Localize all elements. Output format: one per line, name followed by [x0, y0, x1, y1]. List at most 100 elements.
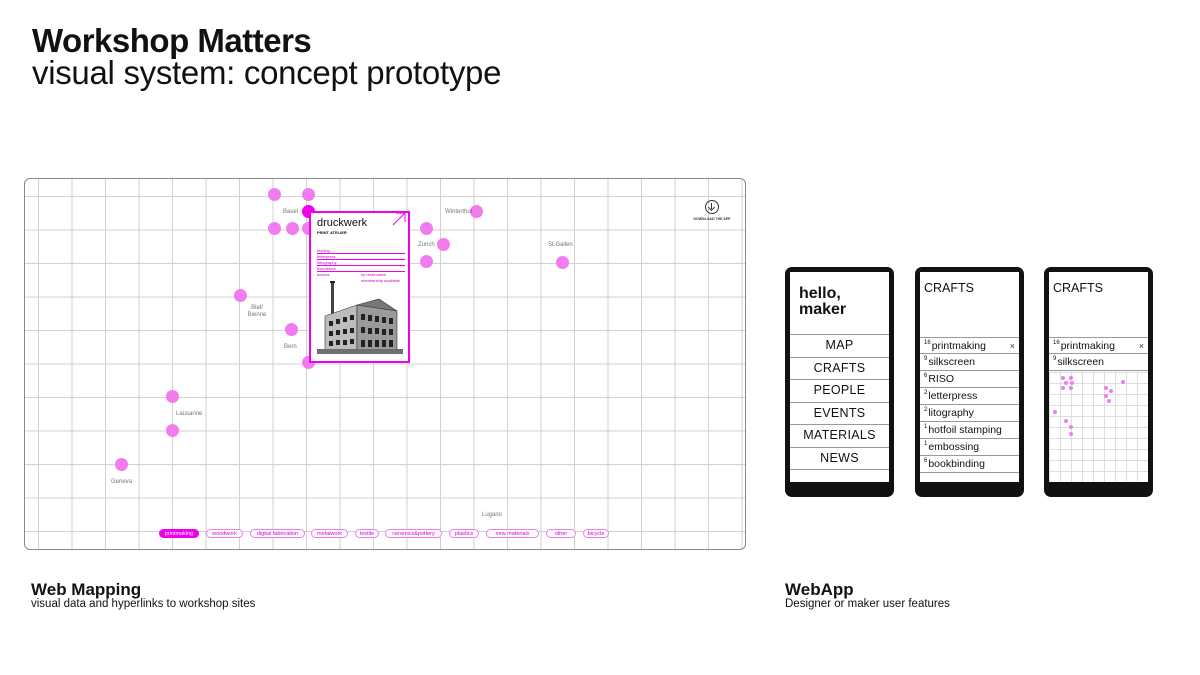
- craft-item[interactable]: 16printmaking ×: [920, 337, 1019, 354]
- craft-count: 1: [924, 424, 928, 430]
- greeting-line: maker: [799, 301, 847, 318]
- craft-name: letterpress: [928, 390, 978, 402]
- close-icon[interactable]: ×: [1138, 341, 1144, 351]
- filter-pill-other[interactable]: other: [546, 529, 576, 538]
- mini-map-dot[interactable]: [1069, 386, 1073, 390]
- crafts-list: 16printmaking× 9silkscreen: [1049, 337, 1148, 371]
- menu-item-news[interactable]: NEWS: [790, 446, 889, 470]
- web-mapping-description: visual data and hyperlinks to workshop s…: [31, 598, 256, 610]
- craft-item[interactable]: 16printmaking×: [1049, 337, 1148, 354]
- craft-item[interactable]: 2litography: [920, 405, 1019, 422]
- crafts-heading: CRAFTS: [924, 281, 974, 295]
- menu-item-events[interactable]: EVENTS: [790, 401, 889, 425]
- external-link-arrow-icon[interactable]: [392, 212, 406, 226]
- craft-count: 16: [1053, 340, 1060, 346]
- city-label: St.Gallen: [548, 242, 573, 248]
- craft-item[interactable]: 9silkscreen: [1049, 354, 1148, 371]
- filter-pill-new-materials[interactable]: new materials: [486, 529, 539, 538]
- mini-map-dot[interactable]: [1121, 380, 1125, 384]
- map-dot[interactable]: [166, 390, 179, 403]
- filter-pill-metalwork[interactable]: metalwork: [311, 529, 348, 538]
- mini-map-dot[interactable]: [1104, 394, 1108, 398]
- map-dot[interactable]: [420, 222, 433, 235]
- map-dot[interactable]: [285, 323, 298, 336]
- crafts-list: 16printmaking× 9silkscreen 6RISO 2letter…: [920, 337, 1019, 473]
- map-dot[interactable]: [470, 205, 483, 218]
- filter-pill-woodwork[interactable]: woodwork: [206, 529, 243, 538]
- mini-map-dot[interactable]: [1109, 389, 1113, 393]
- map-dot[interactable]: [420, 255, 433, 268]
- main-menu: MAP CRAFTS PEOPLE EVENTS MATERIALS NEWS: [790, 334, 889, 470]
- map-dot[interactable]: [302, 188, 315, 201]
- map-dot[interactable]: [268, 188, 281, 201]
- craft-item[interactable]: 9silkscreen: [920, 354, 1019, 371]
- phone-screen: CRAFTS 16printmaking× 9silkscreen 6RISO …: [920, 272, 1019, 482]
- craft-name: RISO: [928, 373, 955, 385]
- craft-count: 6: [924, 373, 928, 379]
- map-dot[interactable]: [286, 222, 299, 235]
- craft-count: 2: [924, 390, 928, 396]
- page-title: Workshop Matters: [32, 22, 312, 59]
- craft-item[interactable]: 1embossing: [920, 439, 1019, 456]
- craft-item[interactable]: 2letterpress: [920, 388, 1019, 405]
- craft-item[interactable]: 1hotfoil stamping: [920, 422, 1019, 439]
- filter-pill-printmaking[interactable]: printmaking: [159, 529, 199, 538]
- city-label: Bern: [284, 344, 297, 350]
- city-label: Winterthur: [445, 209, 473, 215]
- craft-count: 16: [924, 340, 931, 346]
- filter-pill-textile[interactable]: textile: [355, 529, 379, 538]
- map-dot[interactable]: [234, 289, 247, 302]
- mini-map-dot[interactable]: [1061, 386, 1065, 390]
- craft-name: printmaking: [931, 340, 986, 352]
- craft-count: 2: [924, 407, 928, 413]
- craft-item[interactable]: 6bookbinding: [920, 456, 1019, 473]
- workshop-craft-row: lithography: [317, 260, 405, 266]
- menu-item-people[interactable]: PEOPLE: [790, 379, 889, 402]
- city-label: Zurich: [418, 242, 435, 248]
- craft-name: silkscreen: [928, 356, 976, 368]
- web-map[interactable]: Basel Winterthur Zurich St.Gallen Biel/ …: [24, 178, 746, 550]
- map-dot[interactable]: [166, 424, 179, 437]
- map-dot[interactable]: [556, 256, 569, 269]
- map-dot[interactable]: [437, 238, 450, 251]
- mini-map[interactable]: [1049, 372, 1148, 482]
- mini-map-dot[interactable]: [1069, 376, 1073, 380]
- download-app-button[interactable]: DOWNLOAD THE APP: [693, 200, 731, 221]
- mini-map-dot[interactable]: [1064, 381, 1068, 385]
- craft-name: silkscreen: [1057, 356, 1105, 368]
- menu-item-crafts[interactable]: CRAFTS: [790, 356, 889, 380]
- filter-pill-bicycle[interactable]: bicycle: [583, 529, 609, 538]
- phone-mockup-crafts-map: CRAFTS 16printmaking× 9silkscreen: [1044, 267, 1153, 497]
- webapp-title: WebApp: [785, 580, 854, 599]
- webapp-description: Designer or maker user features: [785, 598, 950, 610]
- workshop-card-subtitle: PRINT ATELIER: [317, 230, 347, 235]
- map-dot[interactable]: [268, 222, 281, 235]
- mini-map-dot[interactable]: [1107, 399, 1111, 403]
- mini-map-dot[interactable]: [1061, 376, 1065, 380]
- phone-screen: CRAFTS 16printmaking× 9silkscreen: [1049, 272, 1148, 482]
- craft-count: 6: [924, 458, 928, 464]
- phone-mockup-home: hello, maker MAP CRAFTS PEOPLE EVENTS MA…: [785, 267, 894, 497]
- page-subtitle: visual system: concept prototype: [32, 54, 502, 91]
- download-icon: [705, 200, 719, 214]
- mini-map-dot[interactable]: [1069, 432, 1073, 436]
- workshop-membership: membership available: [361, 278, 400, 283]
- filter-pill-digital-fabrication[interactable]: digital fabrication: [250, 529, 305, 538]
- mini-map-dot[interactable]: [1069, 425, 1073, 429]
- mini-map-dot[interactable]: [1104, 386, 1108, 390]
- menu-item-map[interactable]: MAP: [790, 334, 889, 357]
- workshop-card[interactable]: druckwerk PRINT ATELIER etching letterpr…: [309, 211, 410, 363]
- mini-map-dot[interactable]: [1053, 410, 1057, 414]
- filter-pill-plastics[interactable]: plastics: [449, 529, 479, 538]
- map-dot[interactable]: [115, 458, 128, 471]
- web-mapping-title: Web Mapping: [31, 580, 142, 599]
- mini-map-dot[interactable]: [1070, 381, 1074, 385]
- close-icon[interactable]: ×: [1009, 341, 1015, 351]
- greeting: hello, maker: [799, 286, 846, 318]
- workshop-craft-row: etching: [317, 248, 405, 254]
- greeting-line: hello,: [799, 285, 841, 302]
- filter-pill-ceramics-pottery[interactable]: ceramics&pottery: [385, 529, 442, 538]
- mini-map-dot[interactable]: [1064, 419, 1068, 423]
- craft-item[interactable]: 6RISO: [920, 371, 1019, 388]
- menu-item-materials[interactable]: MATERIALS: [790, 424, 889, 447]
